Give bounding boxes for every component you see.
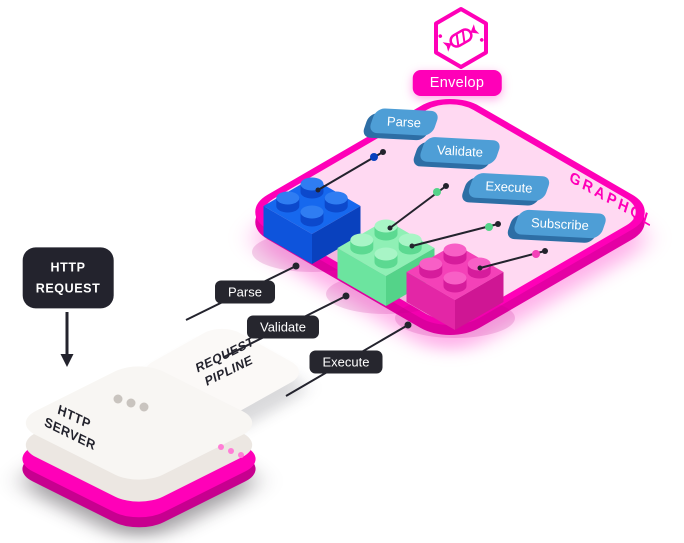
base-dot: [238, 452, 244, 458]
connector-dot: [477, 265, 483, 271]
envelop-logo-icon: [434, 7, 488, 69]
candy-icon: [438, 24, 484, 52]
connector-dot: [409, 243, 415, 249]
flow-step-execute: Execute: [309, 350, 383, 374]
server-dot: [139, 402, 149, 412]
base-dot: [218, 444, 224, 450]
flow-dot: [342, 292, 350, 300]
base-dot: [228, 448, 234, 454]
http-request-line2: REQUEST: [35, 281, 101, 295]
flow-step-validate: Validate: [246, 315, 320, 339]
connector-dot-blue: [370, 153, 378, 161]
connector-dot: [387, 225, 393, 231]
flow-step-parse: Parse: [215, 280, 275, 304]
http-request-badge: HTTP REQUEST: [22, 247, 114, 309]
server-dot: [113, 394, 123, 404]
connector-line-execute: [411, 223, 499, 247]
server-dot: [126, 398, 136, 408]
http-request-line1: HTTP: [50, 260, 86, 275]
connector-dot: [495, 221, 501, 227]
flow-dot: [404, 321, 412, 329]
connector-dot: [315, 187, 321, 193]
arrow-head: [60, 354, 74, 367]
envelop-badge: Envelop: [412, 70, 502, 96]
connector-dot: [380, 149, 386, 155]
connector-dot: [542, 248, 548, 254]
connector-dot-green: [433, 188, 441, 196]
connector-dot: [443, 183, 449, 189]
connector-dot-green: [485, 223, 493, 231]
connector-dot-pink: [532, 250, 540, 258]
flow-dot: [292, 262, 300, 270]
